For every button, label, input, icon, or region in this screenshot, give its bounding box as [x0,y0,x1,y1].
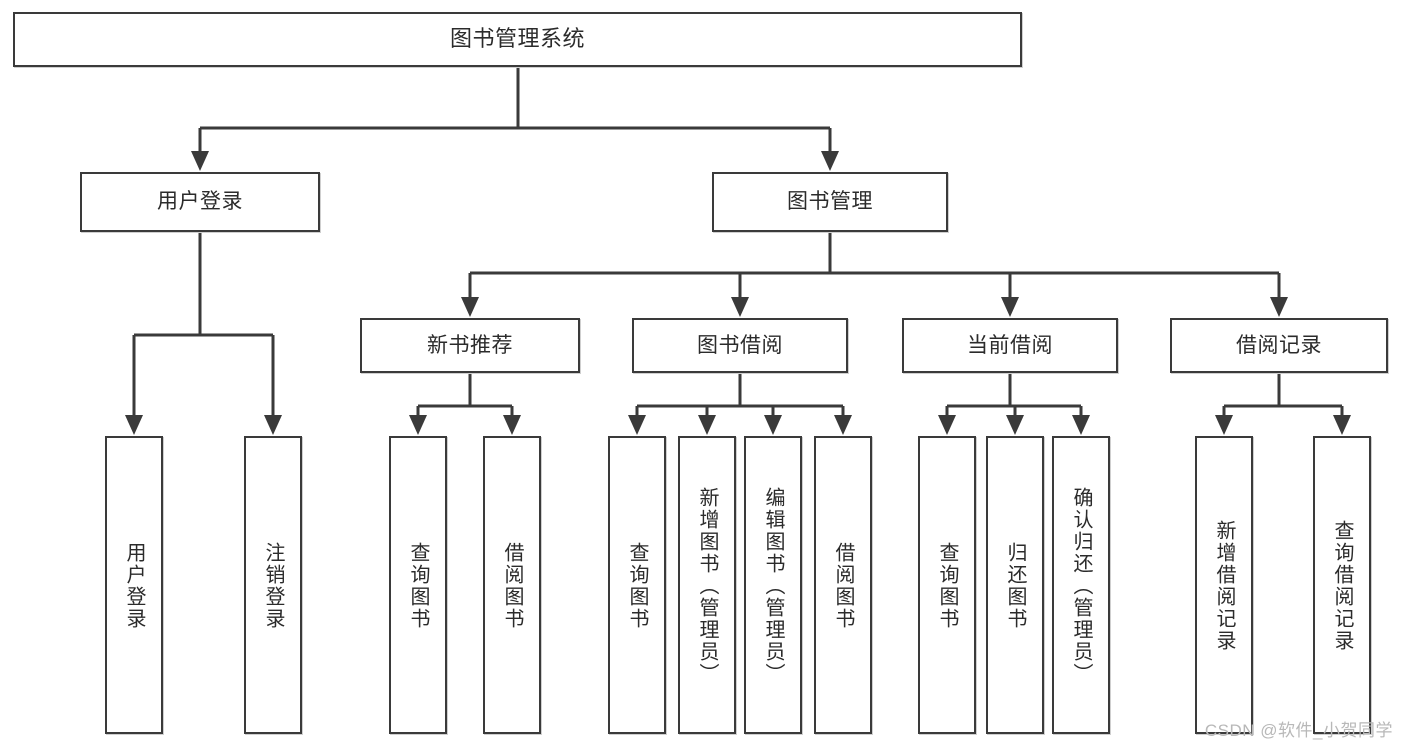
node-label: 查询借阅记录 [1331,520,1353,652]
node-label: 用户登录 [157,190,243,214]
node-label: 图书管理系统 [449,26,585,52]
arrowhead-icon [698,415,716,435]
node-leaf_5[interactable]: 新增图书（管理员） [678,436,736,734]
arrowhead-icon [1001,297,1019,317]
node-leaf_3[interactable]: 借阅图书 [483,436,541,734]
arrowhead-icon [1072,415,1090,435]
node-leaf_11[interactable]: 新增借阅记录 [1195,436,1253,734]
node-leaf_9[interactable]: 归还图书 [986,436,1044,734]
arrowhead-icon [764,415,782,435]
arrowhead-icon [1333,415,1351,435]
arrowhead-icon [731,297,749,317]
node-l1_1[interactable]: 图书管理 [712,172,948,232]
node-label: 图书借阅 [697,333,783,357]
node-leaf_1[interactable]: 注销登录 [244,436,302,734]
node-leaf_10[interactable]: 确认归还（管理员） [1052,436,1110,734]
arrowhead-icon [821,151,839,171]
node-label: 借阅图书 [501,542,523,630]
node-l2_3[interactable]: 借阅记录 [1170,318,1388,373]
arrowhead-icon [191,151,209,171]
arrowhead-icon [628,415,646,435]
node-label: 当前借阅 [967,333,1053,357]
node-label: 借阅记录 [1236,333,1322,357]
arrowhead-icon [409,415,427,435]
node-label: 新增借阅记录 [1213,520,1235,652]
node-leaf_12[interactable]: 查询借阅记录 [1313,436,1371,734]
node-l2_0[interactable]: 新书推荐 [360,318,580,373]
arrowhead-icon [938,415,956,435]
node-label: 编辑图书（管理员） [762,487,784,685]
arrowhead-icon [1270,297,1288,317]
arrowhead-icon [1215,415,1233,435]
arrowhead-icon [264,415,282,435]
arrowhead-icon [834,415,852,435]
node-l2_2[interactable]: 当前借阅 [902,318,1118,373]
node-label: 新增图书（管理员） [696,487,718,685]
node-label: 注销登录 [262,542,284,630]
node-l1_0[interactable]: 用户登录 [80,172,320,232]
node-label: 确认归还（管理员） [1070,487,1092,685]
node-root[interactable]: 图书管理系统 [13,12,1022,67]
node-leaf_0[interactable]: 用户登录 [105,436,163,734]
node-label: 用户登录 [123,542,145,630]
node-leaf_7[interactable]: 借阅图书 [814,436,872,734]
node-leaf_6[interactable]: 编辑图书（管理员） [744,436,802,734]
arrowhead-icon [461,297,479,317]
node-label: 借阅图书 [832,542,854,630]
node-label: 新书推荐 [427,333,513,357]
node-label: 查询图书 [407,542,429,630]
node-label: 查询图书 [936,542,958,630]
arrowhead-icon [125,415,143,435]
node-leaf_8[interactable]: 查询图书 [918,436,976,734]
node-label: 归还图书 [1004,542,1026,630]
node-label: 图书管理 [787,190,873,214]
node-l2_1[interactable]: 图书借阅 [632,318,848,373]
arrowhead-icon [503,415,521,435]
arrowhead-icon [1006,415,1024,435]
node-leaf_2[interactable]: 查询图书 [389,436,447,734]
node-leaf_4[interactable]: 查询图书 [608,436,666,734]
node-label: 查询图书 [626,542,648,630]
